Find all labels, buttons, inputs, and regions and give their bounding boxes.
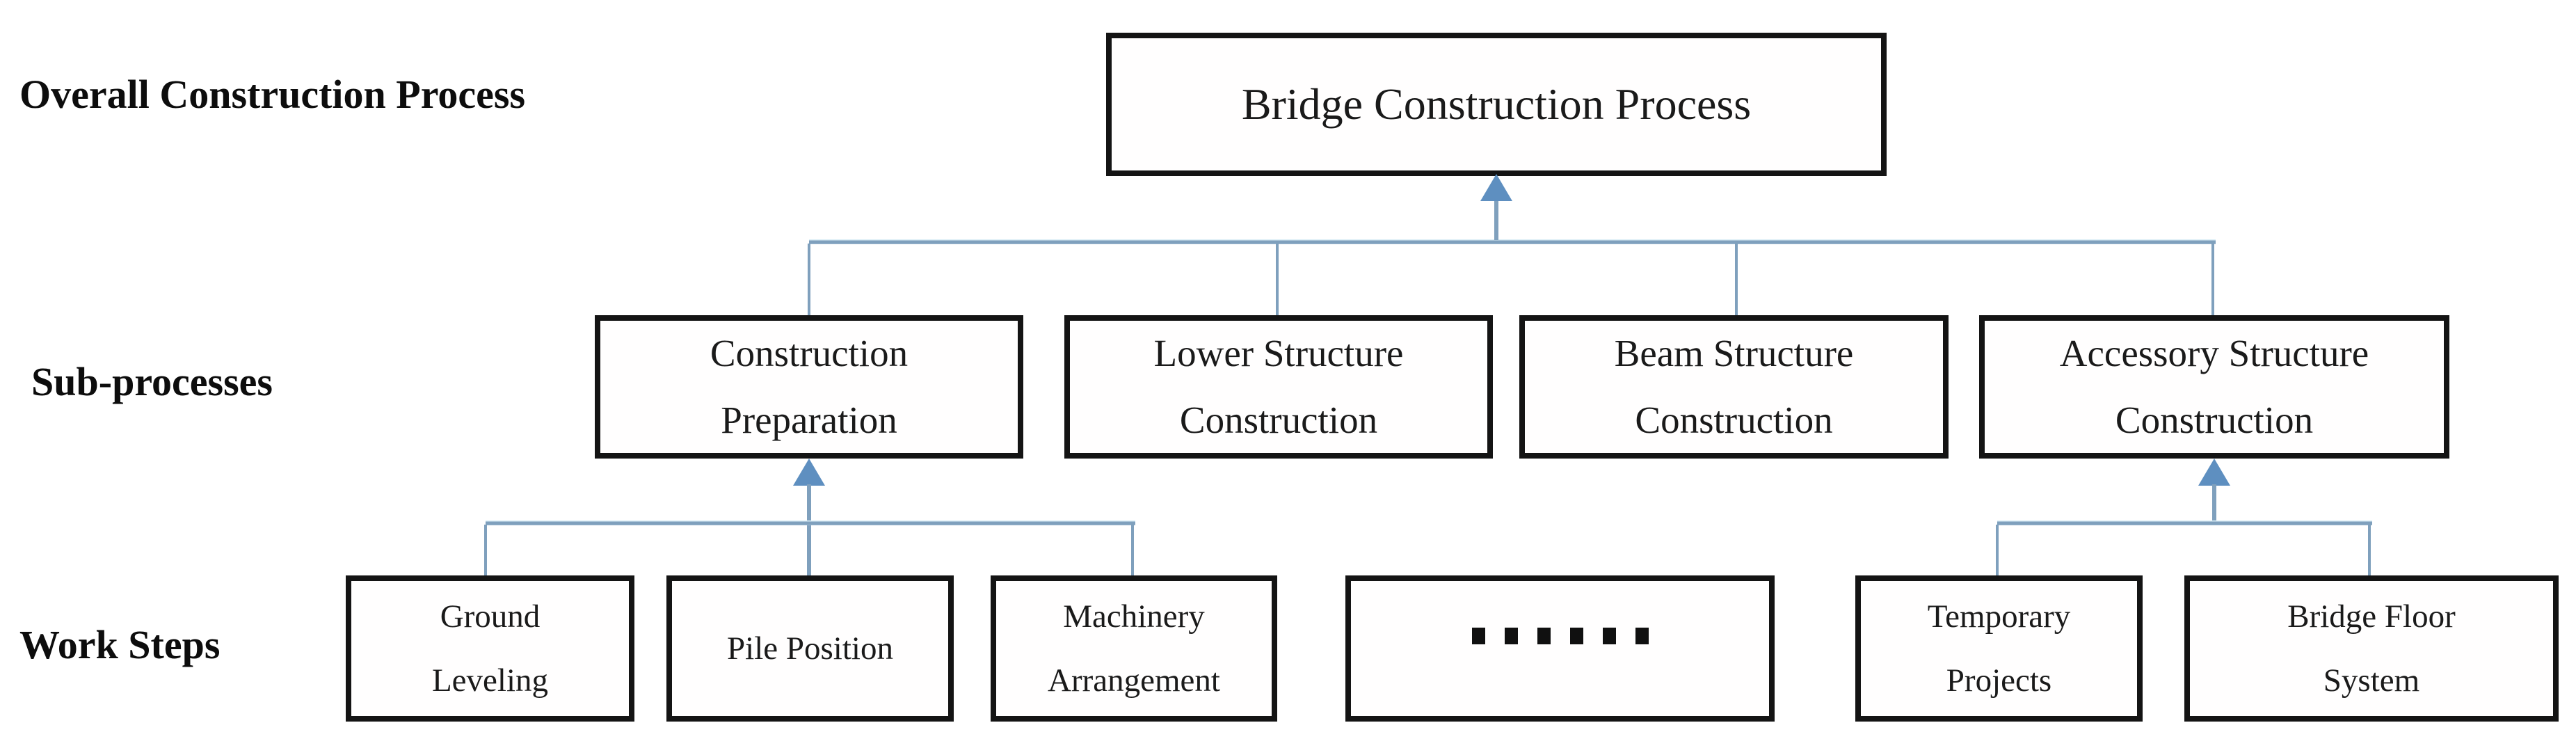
connector-drop-machinery-arrangement (1131, 525, 1134, 575)
connector-drop-bridge-floor-system (2368, 525, 2371, 575)
arrow-up-into-construction-preparation-icon (793, 459, 825, 486)
connector-drop-ground-leveling (484, 525, 487, 575)
connector-top-arrow-shaft (1494, 200, 1498, 240)
connector-drop-beam-structure (1735, 244, 1738, 316)
connector-left-horizontal-line (486, 520, 1135, 525)
node-machinery-arrangement: Machinery Arrangement (991, 575, 1277, 722)
node-beam-structure-construction: Beam Structure Construction (1519, 315, 1949, 459)
connector-right-center-shaft (2212, 484, 2216, 525)
node-ground-leveling: Ground Leveling (346, 575, 634, 722)
node-construction-preparation: Construction Preparation (595, 315, 1023, 459)
node-bridge-construction-process: Bridge Construction Process (1106, 33, 1887, 176)
node-ellipsis-more-steps (1345, 575, 1775, 722)
connector-left-center-shaft (807, 484, 811, 575)
node-accessory-structure-construction: Accessory Structure Construction (1979, 315, 2449, 459)
connector-right-horizontal-line (1997, 520, 2372, 525)
row-label-work-steps: Work Steps (19, 622, 221, 667)
arrow-up-into-root-icon (1480, 174, 1512, 201)
ellipsis-dots-icon (1462, 628, 1658, 644)
connector-drop-temporary-projects (1996, 525, 1999, 575)
arrow-up-into-accessory-structure-icon (2198, 459, 2230, 486)
row-label-sub-processes: Sub-processes (31, 359, 273, 404)
row-label-overall-construction-process: Overall Construction Process (19, 72, 526, 117)
node-bridge-floor-system: Bridge Floor System (2184, 575, 2559, 722)
node-pile-position: Pile Position (666, 575, 954, 722)
connector-drop-construction-preparation (808, 244, 810, 316)
connector-drop-lower-structure (1276, 244, 1279, 316)
node-lower-structure-construction: Lower Structure Construction (1064, 315, 1493, 459)
connector-drop-accessory-structure (2211, 244, 2214, 316)
node-temporary-projects: Temporary Projects (1855, 575, 2143, 722)
connector-top-horizontal-line (809, 239, 2216, 244)
